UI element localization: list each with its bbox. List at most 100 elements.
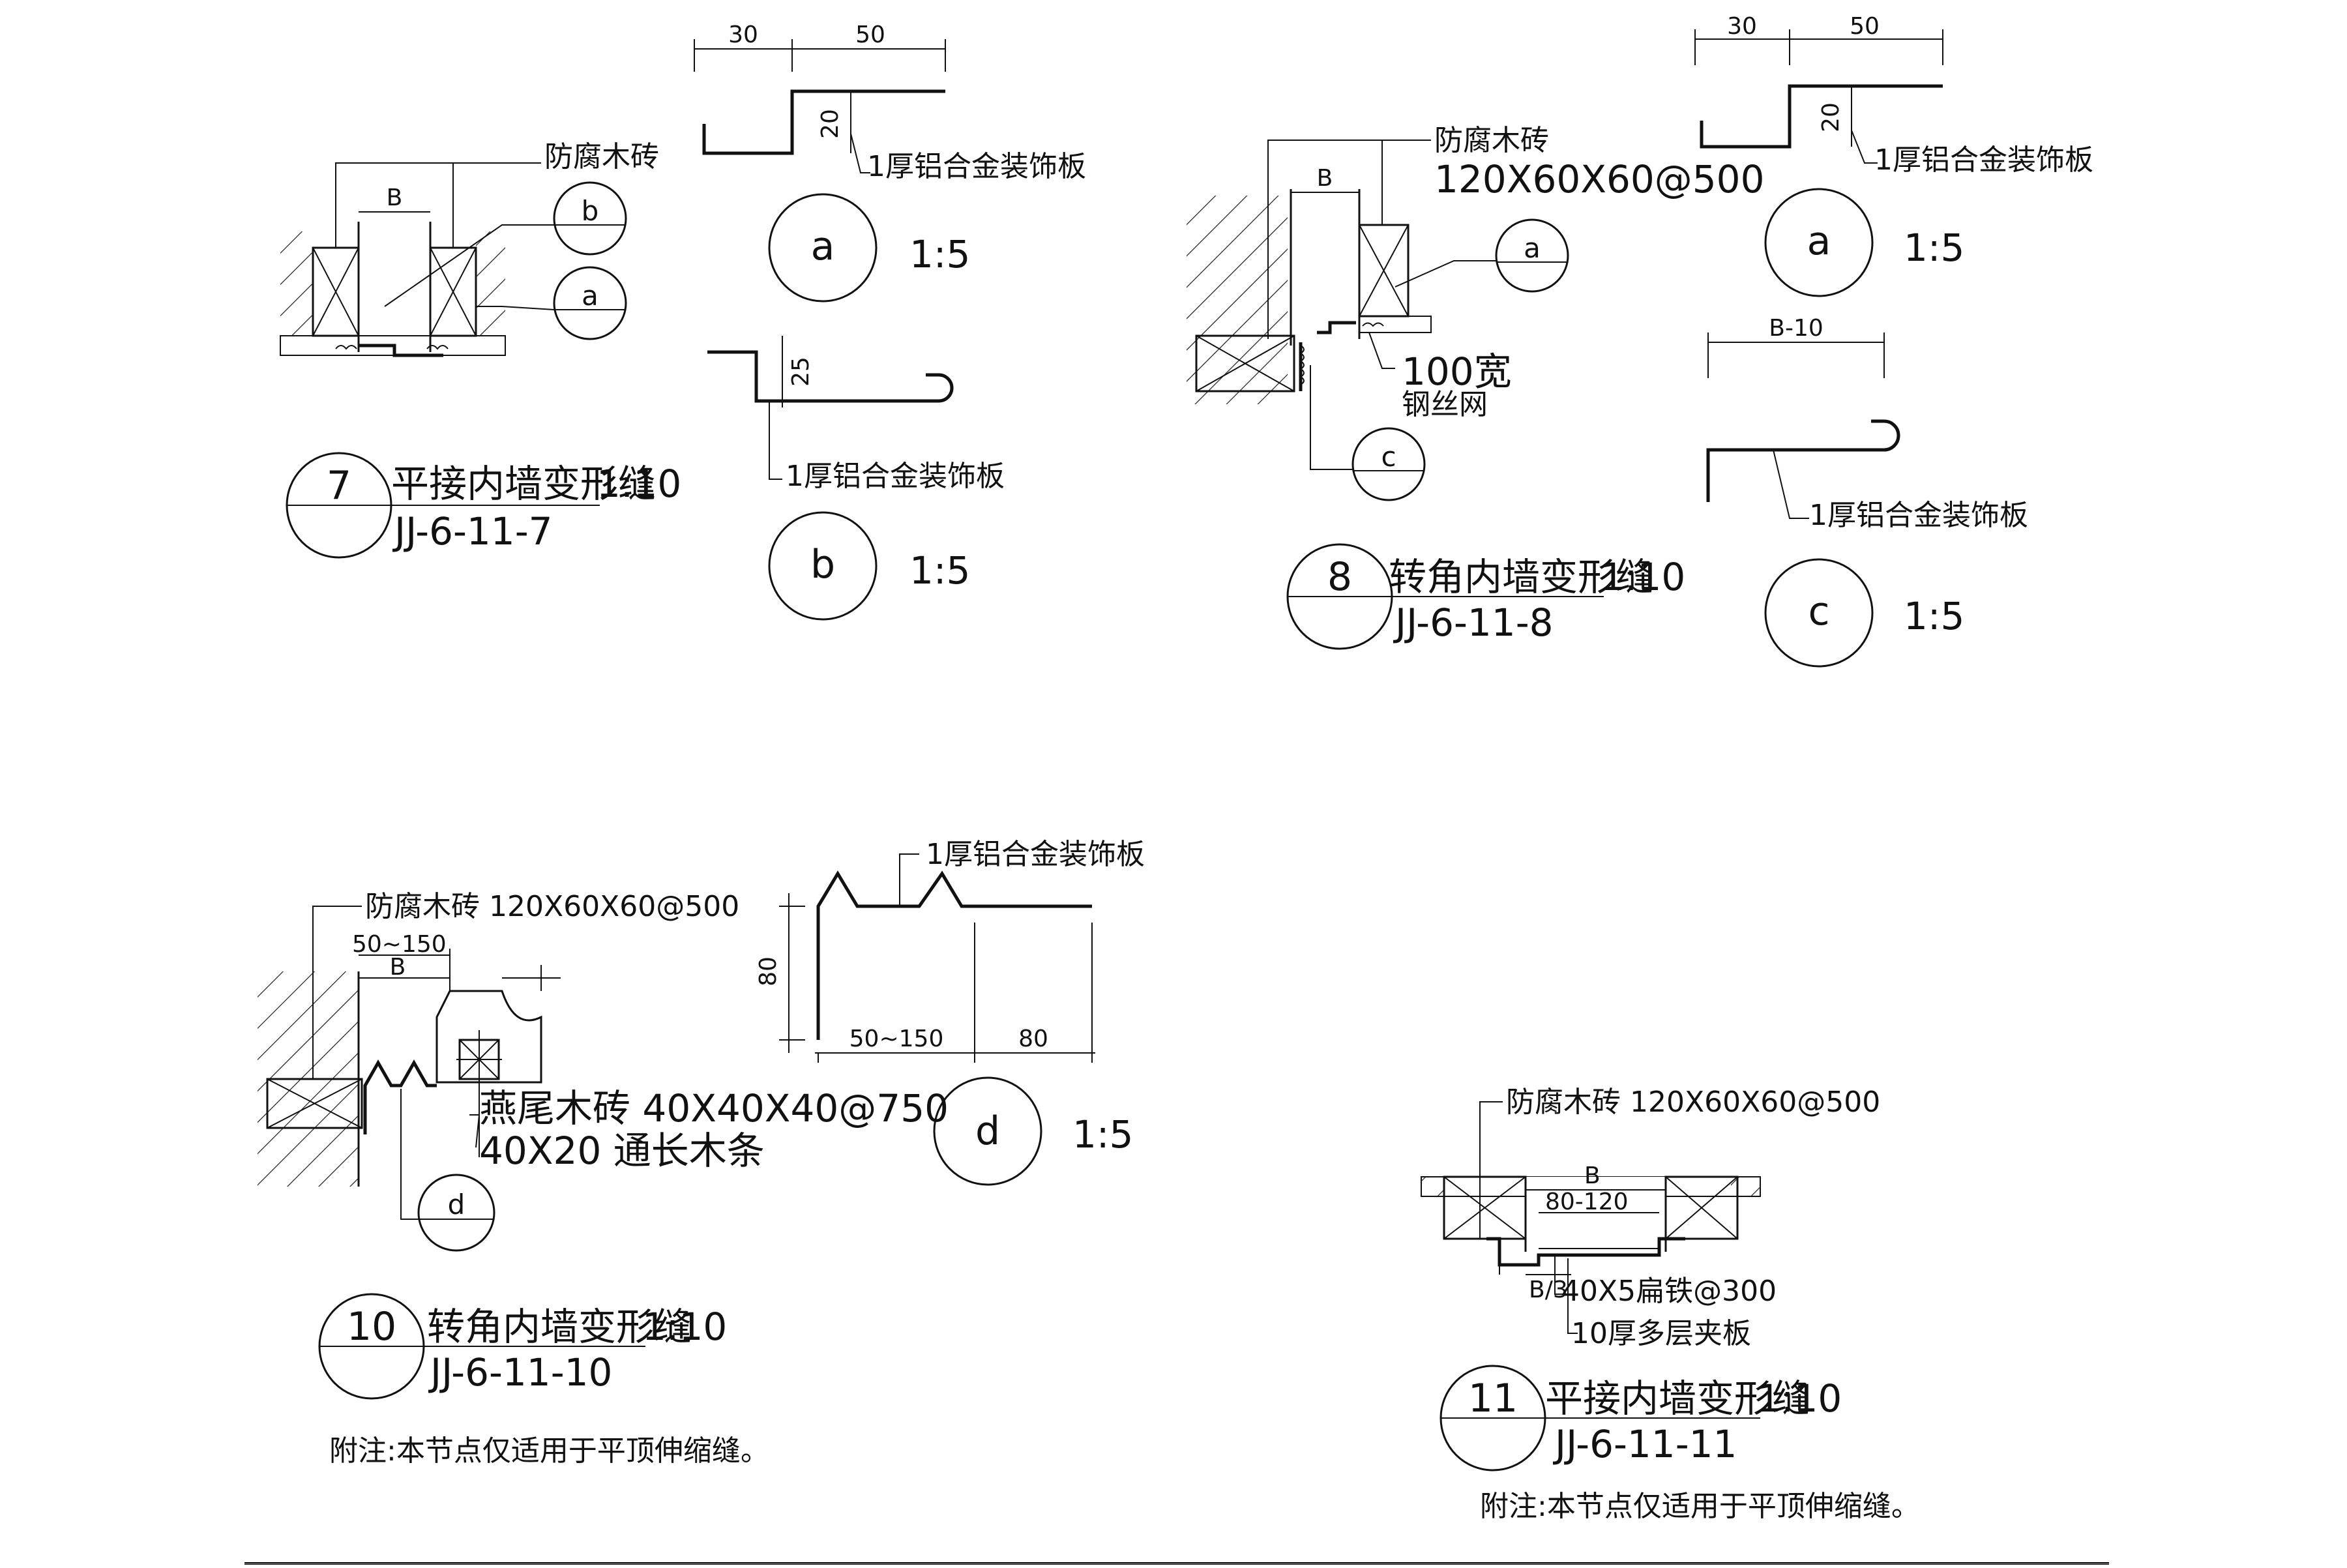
title-10-code: JJ-6-11-10	[428, 1350, 612, 1395]
section-a-scale: 1:5	[909, 232, 970, 276]
callout-b	[553, 181, 627, 256]
title-11: 平接内墙变形缝	[1545, 1376, 1810, 1421]
dim-b: B	[387, 185, 403, 211]
profile-b	[707, 350, 954, 403]
dim-30-8: 30	[1727, 13, 1757, 40]
dim-b-11: B	[1584, 1162, 1601, 1189]
callout-c-8-text: c	[1381, 441, 1396, 473]
section-a8-bubble	[1764, 188, 1874, 297]
label-alu-c: 1厚铝合金装饰板	[1809, 499, 2028, 532]
dim-b3: B/3	[1529, 1277, 1568, 1303]
label-anti-wood-10: 防腐木砖 120X60X60@500	[365, 890, 739, 923]
section-b-scale: 1:5	[909, 548, 970, 593]
wall-hatch-8	[1187, 196, 1288, 404]
wall-hatch-left	[280, 231, 313, 336]
label-alu-a-8: 1厚铝合金装饰板	[1874, 143, 2093, 177]
plate-11	[1486, 1237, 1685, 1267]
section-c-text: c	[1808, 589, 1830, 634]
title-11-num: 11	[1468, 1376, 1518, 1421]
dim-50: 50	[855, 22, 885, 48]
label-alu-b: 1厚铝合金装饰板	[786, 460, 1005, 493]
label-dovetail: 燕尾木砖 40X40X40@750	[479, 1086, 949, 1131]
dim-25: 25	[788, 357, 814, 387]
callout-a-8-text: a	[1524, 232, 1541, 264]
title-7-code: JJ-6-11-7	[392, 509, 553, 554]
title-11-code: JJ-6-11-11	[1553, 1422, 1737, 1466]
dim-30: 30	[728, 22, 758, 48]
title-7-scale: 1:10	[597, 462, 681, 506]
section-b-text: b	[810, 542, 835, 587]
detail-10: 50~150 B 防腐木砖 120X60X60@500 燕尾木砖 40X40X4…	[258, 890, 949, 1468]
dim-50-150-d: 50~150	[849, 1026, 944, 1052]
label-flat-iron: 40X5扁铁@300	[1561, 1275, 1777, 1308]
dim-b-8: B	[1317, 165, 1333, 192]
callout-b-text: b	[582, 195, 599, 227]
profile-a	[702, 89, 945, 155]
callout-a-text: a	[582, 280, 598, 312]
title-8: 转角内墙变形缝	[1389, 555, 1653, 599]
profile-d-in-10	[363, 1059, 437, 1134]
detail-8: B 防腐木砖 120X60X60@500 a 100宽 钢丝网 c 8 转角内墙…	[1187, 124, 1764, 650]
label-mesh-width: 100宽	[1402, 349, 1512, 394]
section-b-bubble	[768, 511, 878, 621]
callout-d-10-text: d	[448, 1189, 465, 1220]
section-d-scale: 1:5	[1072, 1112, 1133, 1157]
concrete-block-10	[435, 990, 542, 1084]
section-a8-scale: 1:5	[1904, 226, 1964, 270]
callout-a-8	[1495, 218, 1569, 293]
wall-hatch-right	[476, 231, 505, 336]
section-a-bubble	[768, 193, 878, 303]
note-11: 附注:本节点仅适用于平顶伸缩缝。	[1480, 1490, 1920, 1523]
section-d-bubble	[933, 1076, 1042, 1186]
dim-20: 20	[817, 109, 844, 139]
label-anti-wood-11: 防腐木砖 120X60X60@500	[1506, 1086, 1880, 1119]
dim-80-120: 80-120	[1545, 1189, 1629, 1215]
wood-block-8-lower	[1195, 334, 1295, 392]
profile-d	[816, 870, 1092, 1040]
title-10-scale: 1:10	[642, 1305, 727, 1349]
detail-11: B 80-120 B/3 防腐木砖 120X60X60@500 40X5扁铁@3…	[1421, 1086, 1920, 1523]
dim-50-8: 50	[1850, 13, 1880, 40]
section-a8-text: a	[1807, 218, 1831, 264]
detail-7: B 防腐木砖 b a 7 平接内墙变形缝 1:10 JJ-6-11-7	[280, 140, 681, 559]
section-c-8: B-10 1厚铝合金装饰板 c 1:5	[1706, 315, 2028, 668]
title-8-code: JJ-6-11-8	[1393, 600, 1554, 645]
section-c-scale: 1:5	[1904, 594, 1964, 638]
label-mesh: 钢丝网	[1402, 388, 1488, 421]
dim-80-v: 80	[755, 956, 782, 986]
label-alu-d: 1厚铝合金装饰板	[926, 838, 1145, 871]
dim-20-8: 20	[1818, 102, 1844, 132]
dim-b-10: B	[390, 954, 406, 981]
section-a-8: 30 50 20 1厚铝合金装饰板 a 1:5	[1694, 13, 2093, 297]
label-plywood: 10厚多层夹板	[1571, 1317, 1751, 1350]
title-11-scale: 1:10	[1757, 1376, 1842, 1421]
section-d-10: 1厚铝合金装饰板 80 50~150 80 d 1:5	[755, 838, 1145, 1186]
section-c-bubble	[1764, 558, 1874, 668]
label-alu-a: 1厚铝合金装饰板	[867, 150, 1086, 183]
label-anti-wood: 防腐木砖	[544, 140, 659, 173]
profile-c	[1706, 419, 1900, 502]
dim-80-h: 80	[1018, 1026, 1048, 1052]
dim-50-150-10: 50~150	[352, 931, 447, 958]
title-10: 转角内墙变形缝	[427, 1305, 692, 1349]
wood-block-10	[266, 1078, 363, 1129]
title-8-scale: 1:10	[1601, 555, 1685, 599]
title-10-num: 10	[347, 1304, 396, 1350]
callout-c-8	[1351, 427, 1426, 501]
title-8-num: 8	[1327, 554, 1352, 600]
section-a-7: 30 50 20 1厚铝合金装饰板 a 1:5	[694, 22, 1086, 303]
title-7-num: 7	[327, 463, 351, 509]
section-b-7: 25 1厚铝合金装饰板 b 1:5	[707, 336, 1005, 621]
profile-a-8	[1700, 84, 1943, 149]
label-strip: 40X20 通长木条	[479, 1129, 765, 1173]
label-wood-spec-8: 120X60X60@500	[1434, 157, 1764, 201]
title-7: 平接内墙变形缝	[391, 462, 656, 506]
note-10: 附注:本节点仅适用于平顶伸缩缝。	[329, 1434, 769, 1468]
section-a-text: a	[811, 224, 835, 269]
label-anti-wood-8: 防腐木砖	[1434, 124, 1549, 157]
dim-b10: B-10	[1769, 315, 1823, 342]
callout-d-10	[417, 1174, 495, 1252]
callout-a	[553, 266, 627, 340]
